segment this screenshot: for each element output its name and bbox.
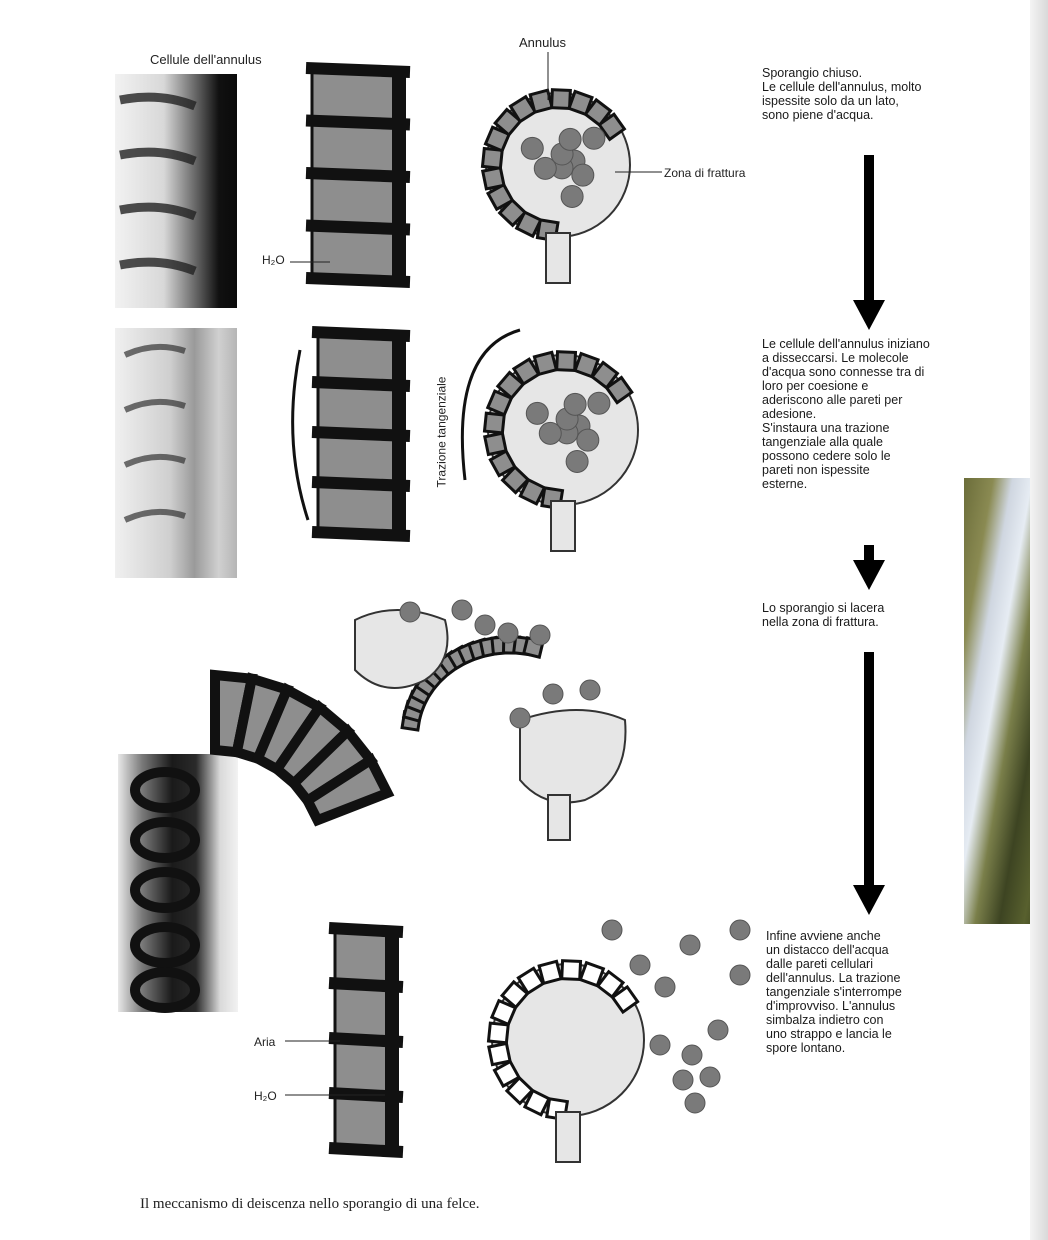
sporangium-released-annulus-cell [488,1023,508,1043]
spore [655,977,675,997]
sporangium-drying-inner-spore [577,429,599,451]
micrograph-wall [120,262,195,271]
micrograph-cell [135,927,195,963]
spore [700,1067,720,1087]
sporangium-torn-stalk [548,795,570,840]
sporangium-drying-inner-spore [588,392,610,414]
spore [400,602,420,622]
annulus-cell-strips [215,68,410,1152]
sporangium-closed [482,90,630,283]
sporangium-closed-annulus-cell [530,90,552,112]
sporangium-released-annulus-cell [539,961,561,983]
sporangium-drying-annulus-cell [485,433,506,454]
sporangium-drying-inner-spore [564,393,586,415]
sporangium-drying-annulus-cell [534,352,556,374]
sporangium-drying-annulus-cell [484,413,504,433]
label-cellule-annulus: Cellule dell'annulus [150,53,262,67]
sporangium-drying-inner-spore [566,450,588,472]
spore [543,684,563,704]
sporangium-torn-base [520,710,626,803]
micrograph-cell [135,972,195,1008]
annulus-strip-closed-thick-wall [392,68,406,278]
spore [452,600,472,620]
label-annulus: Annulus [519,36,566,50]
sporangium-released-annulus-cell [562,961,581,980]
micrograph-cell [135,822,195,858]
sporangium-closed-annulus-cell [482,148,502,168]
micrograph-wall [120,97,195,106]
spore [682,1045,702,1065]
arrow-step-3-head [853,885,885,915]
arrow-step-2-shaft [864,545,874,562]
micrograph-cell [135,872,195,908]
spore [730,965,750,985]
spore [680,935,700,955]
micrograph-cell [135,772,195,808]
sporangium-closed-inner-spore [559,128,581,150]
spore [630,955,650,975]
micrograph-wall [125,347,185,355]
sporangium-drying-stalk [551,501,575,551]
spore [510,708,530,728]
step-1-description: Sporangio chiuso. Le cellule dell'annulu… [762,66,1022,122]
sporangium-closed-annulus-cell [483,168,504,189]
figure-caption: Il meccanismo di deiscenza nello sporang… [140,1196,479,1213]
sporangium-closed-annulus-cell [552,90,571,109]
sporangium-released [488,961,644,1162]
spore [685,1093,705,1113]
annulus-strip-ruptured-thick-wall [385,928,399,1148]
step-2-description: Le cellule dell'annulus iniziano a disse… [762,337,1022,491]
sporangium-released-stalk [556,1112,580,1162]
micrograph-wall [125,402,185,410]
micrograph-wall [125,457,185,465]
annulus-strip-drying-thick-wall [392,332,406,532]
sporangium-drying-annulus-cell [557,352,576,371]
spore [530,625,550,645]
micrograph-wall [120,207,195,216]
sporangium-closed-inner-spore [583,127,605,149]
spore [602,920,622,940]
arrow-step-1-head [853,300,885,330]
micrograph-wall [120,152,195,161]
label-trazione-tangenziale: Trazione tangenziale [434,377,448,488]
sporangium-closed-inner-spore [521,137,543,159]
arrow-step-1-shaft [864,155,874,302]
sporangium-closed-inner-spore [572,164,594,186]
sporangium-drying-inner-spore [526,402,548,424]
spore [498,623,518,643]
sporangium-released-annulus-cell [489,1043,510,1064]
spore [708,1020,728,1040]
page-edge-shadow [1030,0,1048,1240]
sporangium-drying [484,352,638,551]
sporangium-closed-stalk [546,233,570,283]
sporangium-closed-inner-spore [561,185,583,207]
micrograph-cell-walls [120,97,195,1008]
label-h2o-bottom: H₂O [254,1089,277,1103]
spore [580,680,600,700]
micrograph-wall [125,512,185,520]
spore [673,1070,693,1090]
label-aria: Aria [254,1035,275,1049]
annulus-strip-drying-wall [312,532,410,536]
label-zona-frattura: Zona di frattura [664,166,745,180]
annulus-strip-ruptured-wall [329,1148,403,1152]
spore [650,1035,670,1055]
label-h2o-top: H₂O [262,253,285,267]
annulus-strip-closed-wall [306,278,410,282]
arrow-step-2-head [853,560,885,590]
step-4-description: Infine avviene anche un distacco dell'ac… [766,929,1026,1055]
sporangium-torn [355,610,626,840]
arrow-step-3-shaft [864,652,874,887]
spore [475,615,495,635]
traction-bracket-strip [293,350,308,520]
spore [730,920,750,940]
